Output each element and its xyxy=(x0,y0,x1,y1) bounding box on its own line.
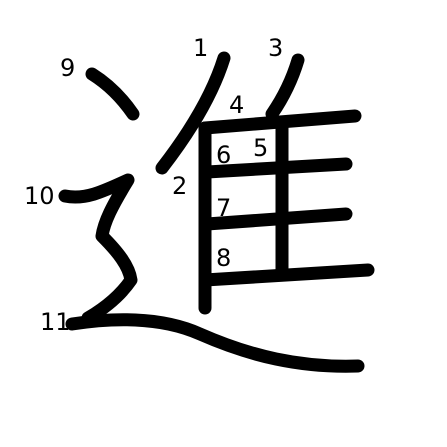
stroke-11 xyxy=(65,313,365,373)
stroke-number-7: 7 xyxy=(216,194,231,222)
stroke-number-1: 1 xyxy=(193,34,208,62)
stroke-3 xyxy=(265,53,305,121)
stroke-number-6: 6 xyxy=(216,141,231,169)
stroke-number-4: 4 xyxy=(229,91,244,119)
stroke-number-8: 8 xyxy=(216,244,231,272)
stroke-6 xyxy=(200,157,353,179)
stroke-1 xyxy=(155,51,231,175)
stroke-number-9: 9 xyxy=(60,54,75,82)
stroke-number-10: 10 xyxy=(24,182,55,210)
stroke-number-11: 11 xyxy=(40,308,71,336)
stroke-8 xyxy=(198,263,375,287)
stroke-9 xyxy=(85,67,140,121)
stroke-number-2: 2 xyxy=(172,172,187,200)
stroke-number-3: 3 xyxy=(268,34,283,62)
stroke-7 xyxy=(200,207,353,231)
stroke-number-5: 5 xyxy=(253,134,268,162)
stroke-10 xyxy=(58,173,138,325)
